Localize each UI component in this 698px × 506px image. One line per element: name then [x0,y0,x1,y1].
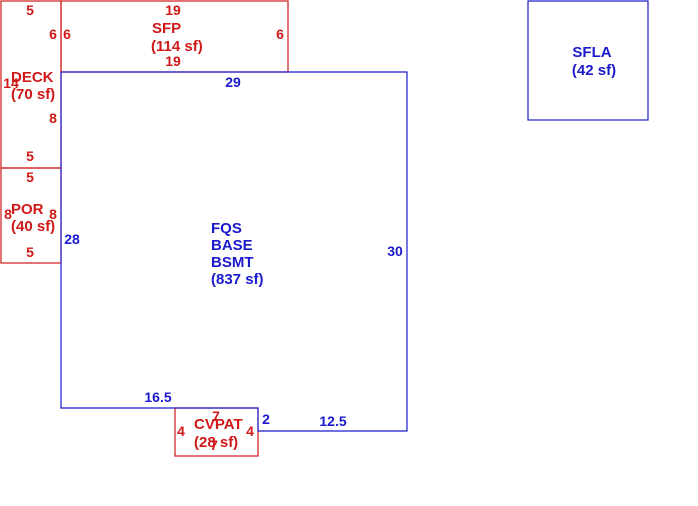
sfla-area: (42 sf) [572,62,616,79]
dim-cvpat-left: 4 [177,423,185,439]
fqs-area: (837 sf) [211,271,264,288]
sfp-area: (114 sf) [151,38,203,55]
dim-por-left: 8 [4,206,12,222]
dim-por-top: 5 [26,169,34,185]
fqs-label-line1: FQS [211,220,242,237]
dim-sfp-top: 19 [165,2,181,18]
dim-deck-right-a: 6 [49,26,57,42]
dim-deck-bottom: 5 [26,148,34,164]
por-area: (40 sf) [11,218,55,235]
dim-deck-left: 14 [3,75,19,91]
dim-deck-right-b: 8 [49,110,57,126]
dim-fqs-bottom-left: 16.5 [144,389,171,405]
cvpat-area: (28 sf) [194,434,238,451]
dim-fqs-step: 2 [262,411,270,427]
fqs-outline [60,71,408,432]
dim-sfp-right: 6 [276,26,284,42]
dim-cvpat-bottom: 7 [210,437,218,453]
dim-por-right: 8 [49,206,57,222]
cvpat-label: CVPAT [194,416,243,433]
por-label: POR [11,201,44,218]
fqs-label-line2: BASE [211,237,253,254]
deck-label: DECK [11,69,54,86]
dim-fqs-top: 29 [225,74,241,90]
dim-fqs-bottom-right: 12.5 [319,413,346,429]
dim-cvpat-right: 4 [246,423,254,439]
sfp-label: SFP [152,20,181,37]
fqs-label-line3: BSMT [211,254,254,271]
dim-por-bottom: 5 [26,244,34,260]
dim-fqs-left: 28 [64,231,80,247]
deck-area: (70 sf) [11,86,55,103]
sfla-outline [527,0,649,121]
dim-deck-top: 5 [26,2,34,18]
dim-sfp-bottom: 19 [165,53,181,69]
dim-fqs-right: 30 [387,243,403,259]
sfla-label: SFLA [572,44,611,61]
dim-sfp-left: 6 [63,26,71,42]
dim-cvpat-top: 7 [212,408,220,424]
